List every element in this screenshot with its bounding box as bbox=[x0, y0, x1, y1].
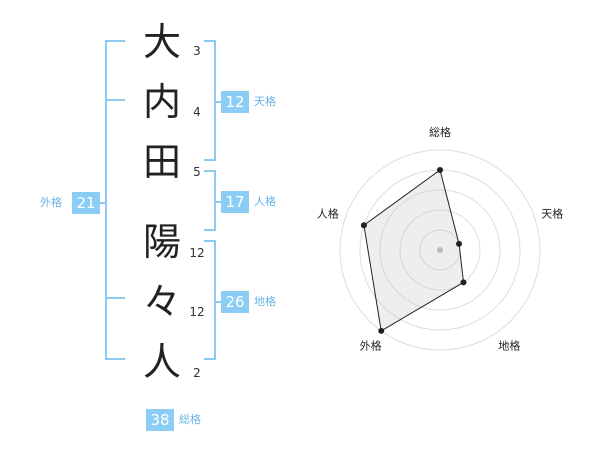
stroke-count-5: 12 bbox=[189, 305, 205, 319]
tenkaku-value: 12 bbox=[221, 91, 249, 113]
tenkaku-label: 天格 bbox=[254, 95, 276, 108]
radar-point bbox=[437, 167, 443, 173]
radar-center-dot bbox=[437, 247, 443, 253]
radar-axis-label: 地格 bbox=[498, 338, 520, 352]
bracket-line bbox=[204, 229, 216, 231]
radar-area bbox=[363, 169, 465, 332]
name-char-2: 内 bbox=[142, 80, 181, 124]
bracket-line bbox=[204, 40, 216, 42]
name-char-1: 大 bbox=[142, 20, 181, 64]
name-char-5: 々 bbox=[142, 280, 181, 324]
bracket-line bbox=[204, 170, 216, 172]
bracket-line bbox=[204, 240, 216, 242]
bracket-line bbox=[214, 201, 222, 203]
radar-ring bbox=[339, 149, 541, 351]
radar-axis-label: 人格 bbox=[317, 207, 339, 221]
bracket-line bbox=[105, 99, 125, 101]
bracket-line bbox=[214, 240, 216, 360]
radar-point bbox=[360, 222, 367, 229]
name-char-6: 人 bbox=[142, 340, 181, 384]
bracket-line bbox=[96, 202, 106, 204]
stroke-count-6: 2 bbox=[193, 366, 201, 380]
stroke-count-4: 12 bbox=[189, 246, 205, 260]
radar-point bbox=[378, 327, 385, 334]
bracket-line bbox=[105, 40, 107, 360]
stroke-count-2: 4 bbox=[193, 105, 201, 119]
bracket-line bbox=[214, 301, 222, 303]
bracket-line bbox=[105, 40, 125, 42]
chikaku-value: 26 bbox=[221, 291, 249, 313]
bracket-line bbox=[204, 358, 216, 360]
bracket-line bbox=[214, 170, 216, 231]
soukaku-value: 38 bbox=[146, 409, 174, 431]
soukaku-label: 総格 bbox=[179, 413, 201, 426]
radar-ring bbox=[399, 209, 481, 291]
radar-rings bbox=[339, 149, 541, 351]
radar-points bbox=[360, 167, 467, 334]
name-char-4: 陽 bbox=[142, 220, 181, 264]
bracket-line bbox=[214, 40, 216, 161]
bracket-line bbox=[204, 159, 216, 161]
stroke-count-3: 5 bbox=[193, 165, 201, 179]
jinkaku-label: 人格 bbox=[254, 195, 276, 208]
stroke-count-1: 3 bbox=[193, 44, 201, 58]
radar-axis-label: 外格 bbox=[360, 338, 382, 352]
radar-point bbox=[456, 240, 463, 247]
jinkaku-value: 17 bbox=[221, 191, 249, 213]
bracket-line bbox=[214, 101, 222, 103]
radar-ring bbox=[379, 189, 501, 311]
radar-axis-label: 総格 bbox=[429, 125, 451, 139]
bracket-line bbox=[105, 297, 125, 299]
name-char-3: 田 bbox=[142, 140, 181, 184]
gaikaku-label: 外格 bbox=[40, 196, 62, 209]
bracket-line bbox=[105, 358, 125, 360]
gaikaku-value: 21 bbox=[72, 192, 100, 214]
radar-point bbox=[460, 279, 467, 286]
chikaku-label: 地格 bbox=[254, 295, 276, 308]
radar-axis-label: 天格 bbox=[541, 207, 563, 221]
